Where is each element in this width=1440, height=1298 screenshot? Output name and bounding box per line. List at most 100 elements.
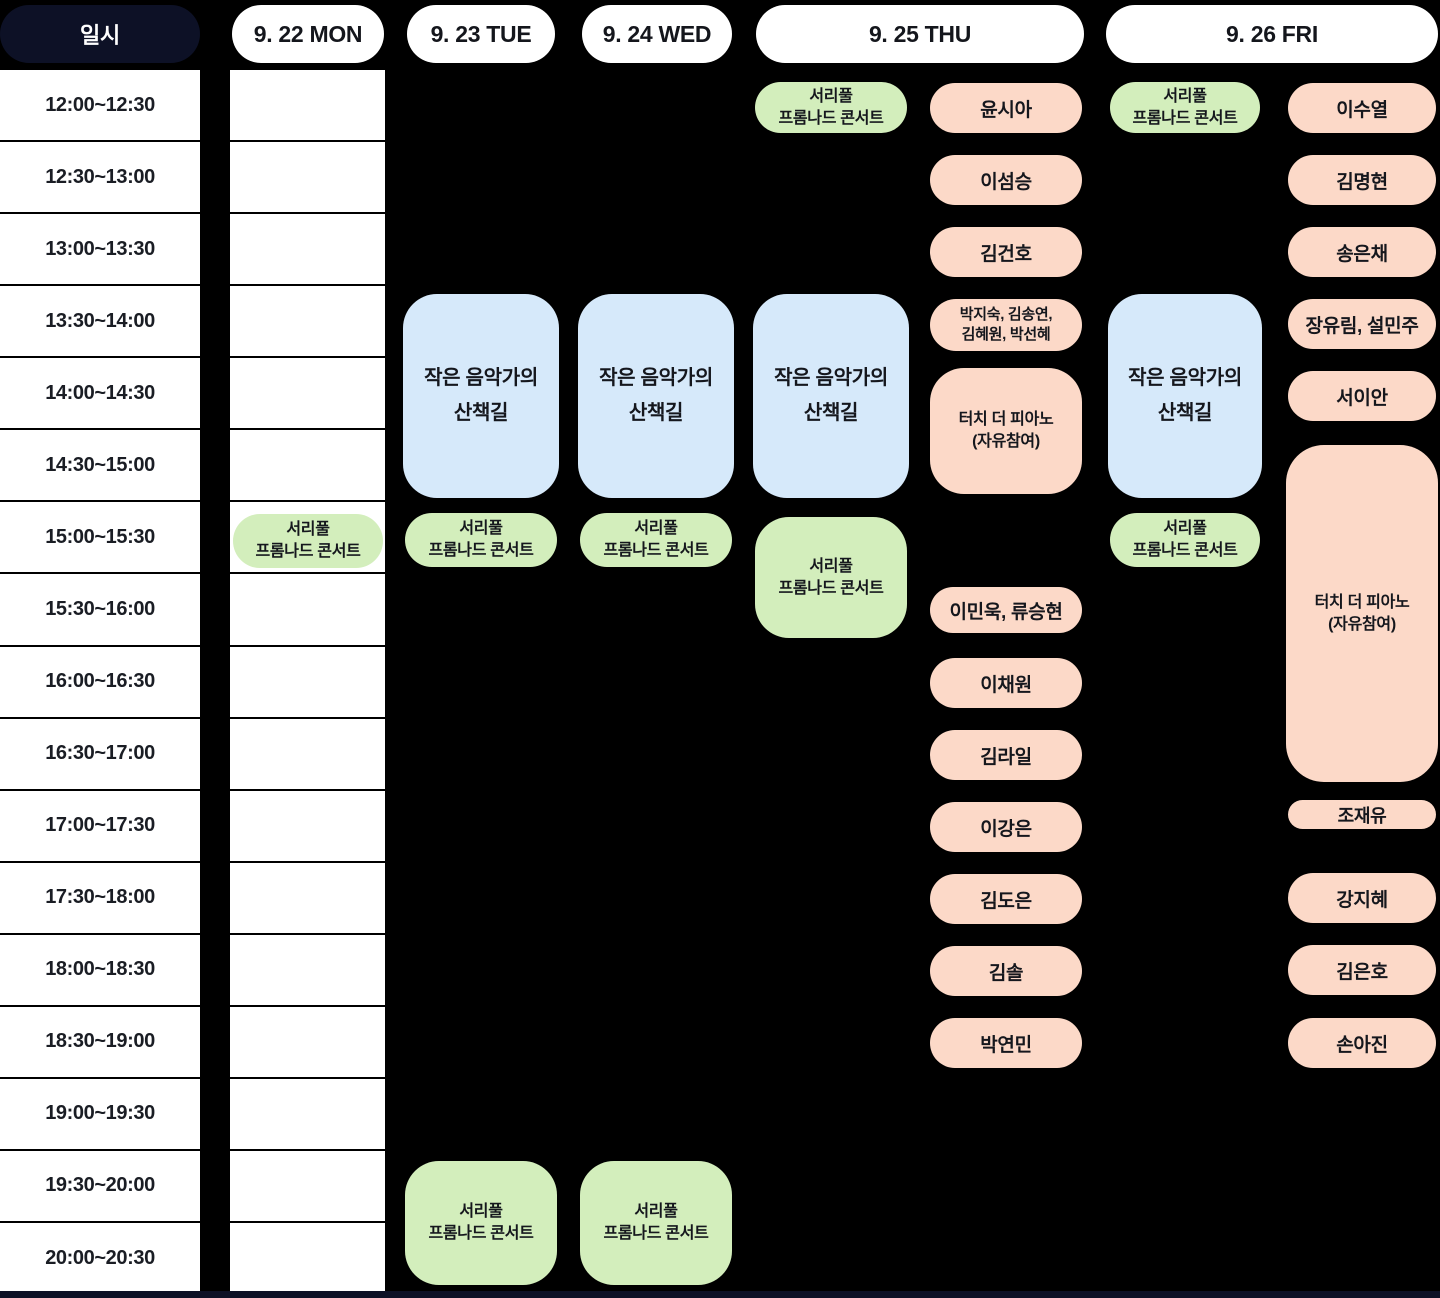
- event-label-line: 작은 음악가의: [774, 367, 888, 389]
- performer-pill: 김라일: [930, 730, 1082, 780]
- performer-name: 김은호: [1336, 961, 1388, 983]
- performer-pill: 이섬승: [930, 155, 1082, 205]
- performer-pill: 박지숙, 김송연, 김혜원, 박선혜: [930, 299, 1082, 351]
- performer-name: 송은채: [1336, 243, 1388, 265]
- time-cell: 19:30~20:00: [0, 1150, 200, 1221]
- event-label-line: 서리풀: [634, 520, 678, 538]
- event-label-line: 서리풀: [634, 1203, 678, 1221]
- event-label-line: 프롬나드 콘서트: [778, 579, 884, 597]
- time-cell: 18:30~19:00: [0, 1006, 200, 1077]
- mon-empty-cell: [230, 574, 385, 645]
- time-cell: 16:00~16:30: [0, 646, 200, 717]
- performer-name: 김명현: [1336, 171, 1388, 193]
- time-cell: 13:30~14:00: [0, 286, 200, 357]
- performer-name: 서이안: [1336, 387, 1388, 409]
- time-cell: 12:00~12:30: [0, 70, 200, 141]
- performer-pill: 송은채: [1288, 227, 1436, 277]
- performer-pill: 장유림, 설민주: [1288, 299, 1436, 349]
- event-label-line: 작은 음악가의: [424, 367, 538, 389]
- header-day-fri: 9. 26 FRI: [1106, 5, 1438, 63]
- event-label-line: 서리풀: [459, 520, 503, 538]
- monday-column: [230, 70, 385, 1294]
- event-label-line: 서리풀: [1163, 520, 1207, 538]
- mon-empty-cell: [230, 286, 385, 357]
- performer-name: 이민욱, 류승현: [949, 601, 1063, 623]
- event-label-line: 산책길: [803, 402, 859, 424]
- event-promenade-concert: 서리풀 프롬나드 콘서트: [755, 82, 907, 133]
- event-little-musicians-walk: 작은 음악가의 산책길: [578, 294, 734, 498]
- event-label-line: 터치 더 피아노: [958, 411, 1054, 429]
- event-label-line: 터치 더 피아노: [1314, 593, 1410, 611]
- mon-empty-cell: [230, 934, 385, 1005]
- time-cell: 13:00~13:30: [0, 214, 200, 285]
- performer-name: 김라일: [980, 746, 1032, 768]
- mon-empty-cell: [230, 718, 385, 789]
- time-cell: 15:00~15:30: [0, 502, 200, 573]
- event-label-line: 산책길: [453, 402, 509, 424]
- event-promenade-concert: 서리풀 프롬나드 콘서트: [233, 514, 383, 568]
- performer-name: 이채원: [980, 674, 1032, 696]
- time-cell: 19:00~19:30: [0, 1078, 200, 1149]
- event-label-line: 프롬나드 콘서트: [603, 1225, 709, 1242]
- event-label-line: 서리풀: [459, 1203, 503, 1221]
- event-touch-the-piano: 터치 더 피아노 (자유참여): [1286, 445, 1438, 782]
- header-day-mon: 9. 22 MON: [232, 5, 384, 63]
- performer-pill: 김명현: [1288, 155, 1436, 205]
- performer-name: 장유림, 설민주: [1305, 315, 1419, 337]
- performer-name: 이섬승: [980, 171, 1032, 193]
- header-day-wed: 9. 24 WED: [582, 5, 732, 63]
- performer-name: 이수열: [1336, 99, 1388, 121]
- event-promenade-concert: 서리풀 프롬나드 콘서트: [1110, 513, 1260, 567]
- mon-empty-cell: [230, 214, 385, 285]
- performer-pill: 강지혜: [1288, 873, 1436, 923]
- performer-pill: 서이안: [1288, 371, 1436, 421]
- performer-name: 김솔: [988, 962, 1024, 984]
- event-label-line: (자유참여): [972, 433, 1040, 450]
- event-label-line: 프롬나드 콘서트: [1132, 542, 1238, 559]
- mon-empty-cell: [230, 358, 385, 429]
- mon-empty-cell: [230, 1078, 385, 1149]
- event-promenade-concert: 서리풀 프롬나드 콘서트: [405, 1161, 557, 1285]
- event-little-musicians-walk: 작은 음악가의 산책길: [753, 294, 909, 498]
- event-label-line: 서리풀: [1163, 87, 1207, 105]
- event-label-line: 서리풀: [809, 87, 853, 105]
- performer-name: 강지혜: [1336, 889, 1388, 911]
- event-label-line: 프롬나드 콘서트: [603, 542, 709, 559]
- time-cell: 17:00~17:30: [0, 790, 200, 861]
- performer-pill: 김은호: [1288, 945, 1436, 995]
- mon-empty-cell: [230, 1006, 385, 1077]
- event-label-line: 프롬나드 콘서트: [778, 109, 884, 127]
- performer-pill: 윤시아: [930, 83, 1082, 133]
- event-touch-the-piano: 터치 더 피아노 (자유참여): [930, 368, 1082, 494]
- event-little-musicians-walk: 작은 음악가의 산책길: [403, 294, 559, 498]
- event-label-line: 산책길: [628, 402, 684, 424]
- performer-pill: 이강은: [930, 802, 1082, 852]
- time-cell: 20:00~20:30: [0, 1223, 200, 1294]
- performer-pill: 김솔: [930, 946, 1082, 996]
- header-day-tue: 9. 23 TUE: [407, 5, 555, 63]
- performer-name: 김도은: [980, 890, 1032, 912]
- event-label-line: 프롬나드 콘서트: [255, 543, 361, 560]
- performer-pill: 김건호: [930, 227, 1082, 277]
- performer-pill: 이민욱, 류승현: [930, 587, 1082, 633]
- bottom-divider: [0, 1291, 1440, 1298]
- event-label-line: 작은 음악가의: [1128, 367, 1242, 389]
- time-cell: 14:30~15:00: [0, 430, 200, 501]
- time-cell: 18:00~18:30: [0, 934, 200, 1005]
- performer-pill: 이채원: [930, 658, 1082, 708]
- event-promenade-concert: 서리풀 프롬나드 콘서트: [580, 513, 732, 567]
- time-cell: 17:30~18:00: [0, 862, 200, 933]
- event-promenade-concert: 서리풀 프롬나드 콘서트: [405, 513, 557, 567]
- time-column: 12:00~12:30 12:30~13:00 13:00~13:30 13:3…: [0, 70, 200, 1294]
- event-label-line: 프롬나드 콘서트: [428, 1225, 534, 1242]
- event-label-line: 작은 음악가의: [599, 367, 713, 389]
- performer-name: 손아진: [1336, 1034, 1388, 1056]
- mon-empty-cell: [230, 142, 385, 213]
- header-time-pill: 일시: [0, 5, 200, 63]
- event-label-line: 서리풀: [809, 557, 853, 575]
- performer-name: 이강은: [980, 818, 1032, 840]
- mon-empty-cell: [230, 1223, 385, 1294]
- header-day-thu: 9. 25 THU: [756, 5, 1084, 63]
- performer-name: 김건호: [980, 243, 1032, 265]
